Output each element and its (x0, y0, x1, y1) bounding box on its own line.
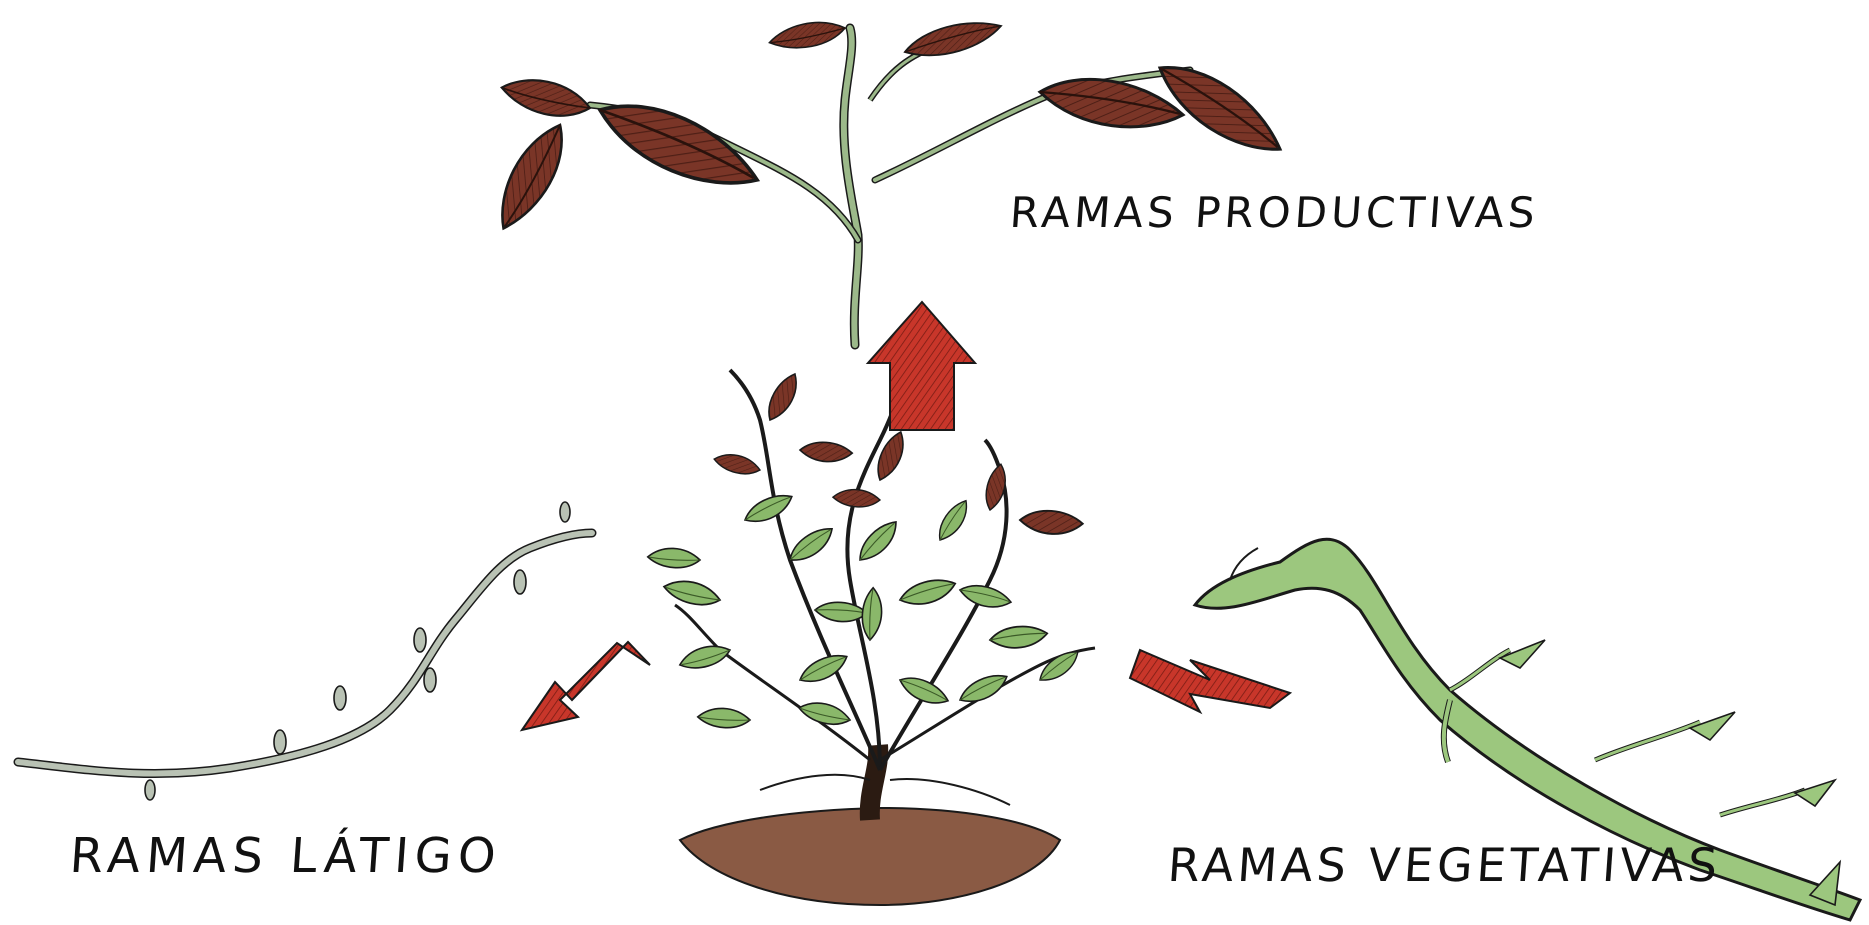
label-vegetative-branches: RAMAS VEGETATIVAS (1166, 838, 1723, 892)
arrow-right-icon (1130, 650, 1290, 712)
bush-illustration (647, 370, 1095, 905)
whip-branch-illustration (18, 502, 592, 800)
label-whip-branches: RAMAS LÁTIGO (68, 828, 504, 884)
label-productive-branches: RAMAS PRODUCTIVAS (1008, 188, 1540, 237)
arrow-down-left-icon (522, 642, 650, 730)
productive-branch-illustration (482, 17, 1289, 345)
arrow-up-icon (868, 302, 975, 430)
